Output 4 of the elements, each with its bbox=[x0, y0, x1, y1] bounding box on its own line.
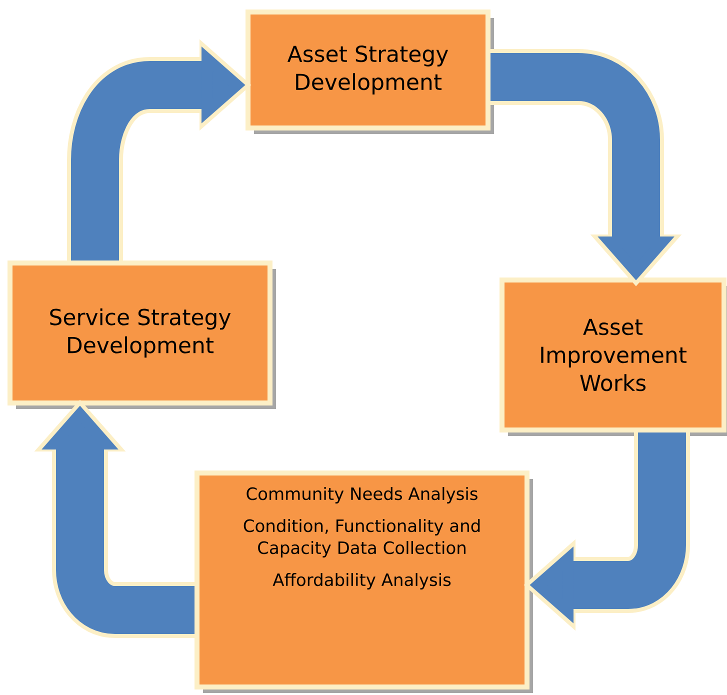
process-box: Asset Improvement Works bbox=[500, 278, 727, 436]
process-box: Asset Strategy Development bbox=[246, 9, 494, 134]
process-box: Community Needs Analysis Condition, Functionality and Capacity Data Collection Affordability Analysis bbox=[194, 470, 533, 693]
process-box: Service Strategy Development bbox=[8, 260, 276, 409]
